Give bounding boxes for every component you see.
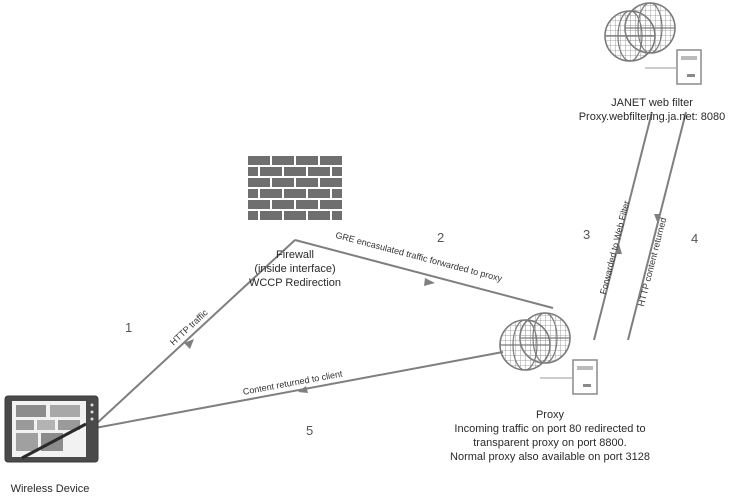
proxy-label-line-1: Proxy	[535, 409, 565, 421]
edge-2-line	[294, 239, 554, 309]
firewall-icon	[248, 156, 342, 226]
janet-label-line-2: Proxy.webfiltering.ja.net: 8080	[578, 111, 726, 123]
step-number-1: 1	[125, 320, 133, 335]
tablet-icon	[4, 395, 99, 463]
firewall-label-line-3: WCCP Redirection	[248, 277, 342, 289]
proxy-label-line-3: transparent proxy on port 8800.	[473, 437, 627, 449]
step-number-5: 5	[306, 423, 314, 438]
edge-5-line	[94, 351, 504, 429]
wireless-device-label: Wireless Device	[10, 483, 90, 495]
proxy-label-line-4: Normal proxy also available on port 3128	[450, 451, 650, 463]
firewall-label: Firewall (inside interface) WCCP Redirec…	[230, 248, 360, 290]
janet-globe-icon	[604, 2, 676, 62]
janet-label-line-1: JANET web filter	[611, 97, 693, 109]
proxy-label: Proxy Incoming traffic on port 80 redire…	[428, 408, 672, 464]
janet-label: JANET web filter Proxy.webfiltering.ja.n…	[562, 96, 742, 124]
proxy-globe-icon	[499, 312, 571, 371]
step-number-2: 2	[437, 230, 445, 245]
firewall-label-line-2: (inside interface)	[254, 263, 336, 275]
proxy-server-icon	[540, 359, 598, 395]
janet-server-icon	[645, 49, 702, 85]
edge-1-line	[94, 239, 296, 426]
edge-4-line	[627, 111, 687, 341]
edge-3-line	[593, 111, 653, 341]
proxy-label-line-2: Incoming traffic on port 80 redirected t…	[454, 423, 646, 435]
firewall-label-line-1: Firewall	[276, 249, 314, 261]
step-number-3: 3	[583, 227, 591, 242]
step-number-4: 4	[691, 231, 699, 246]
